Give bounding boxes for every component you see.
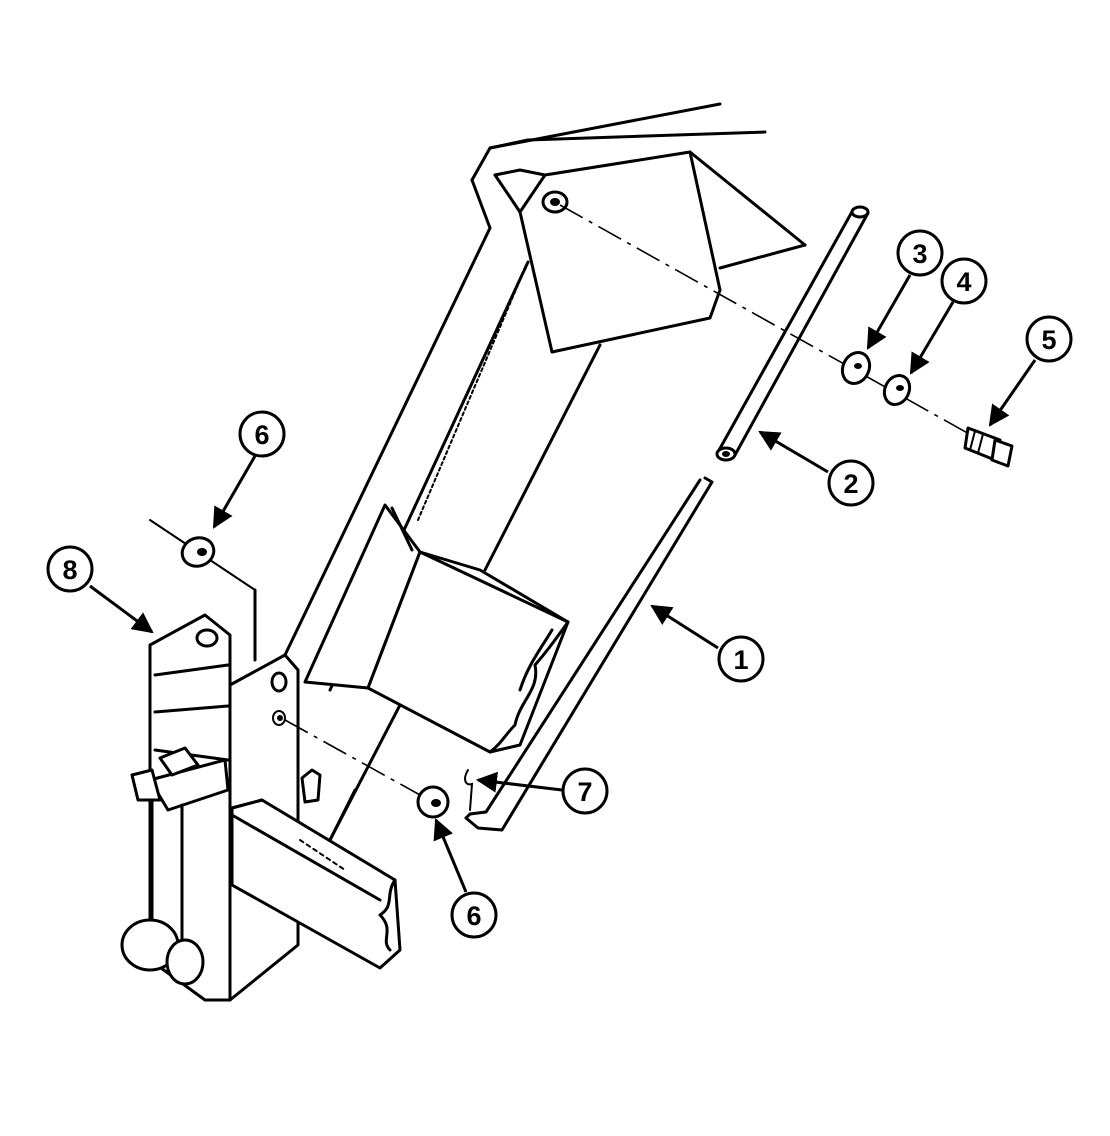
assembly-centerline-top [559,204,981,441]
svg-text:4: 4 [956,267,971,297]
svg-text:1: 1 [733,645,748,675]
callout-5: 5 [988,315,1073,427]
hex-bolt [963,426,1014,468]
callout-1: 1 [650,604,765,683]
rod [464,476,714,832]
hinge-pin [715,205,870,462]
callout-3: 3 [866,229,944,350]
svg-text:5: 5 [1041,325,1056,355]
callout-8: 8 [46,545,154,634]
upright-post-assembly [120,519,322,1002]
flat-washer [840,350,872,386]
svg-text:6: 6 [466,901,481,931]
callout-6-upper: 6 [212,410,286,529]
lower-bracket-tray [303,503,570,754]
washer-lower [416,785,450,819]
callout-2: 2 [758,430,875,507]
svg-text:3: 3 [912,239,927,269]
cotter-pin [464,769,474,811]
svg-text:7: 7 [577,777,592,807]
assembly-centerline-bottom [284,719,421,796]
washer-upper [180,536,216,568]
top-gusset-plate [493,150,722,354]
inclined-beam [283,102,807,842]
callout-6-lower: 6 [433,818,498,939]
svg-text:6: 6 [254,420,269,450]
callout-4: 4 [909,257,988,375]
svg-text:2: 2 [843,469,858,499]
lock-washer [882,373,912,407]
svg-text:8: 8 [62,555,77,585]
callout-7: 7 [475,767,609,815]
horizontal-arm [230,798,402,970]
